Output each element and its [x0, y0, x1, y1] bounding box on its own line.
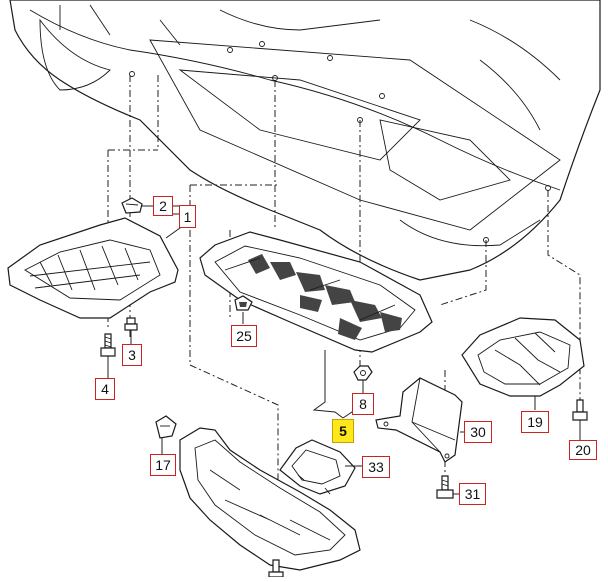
- callout-4[interactable]: 4: [95, 378, 115, 400]
- vehicle-underbody: [9, 0, 601, 281]
- clip-part-17: [155, 415, 177, 439]
- center-underbody-panel: [199, 231, 433, 353]
- bracket-part-30: [375, 377, 463, 463]
- callout-5-selected[interactable]: 5: [332, 419, 354, 443]
- exhaust-tunnel-shield: [179, 427, 361, 571]
- clip-part-25: [234, 295, 253, 311]
- bolt-part-20: [572, 399, 588, 421]
- leader-lines: [107, 205, 581, 495]
- callout-17[interactable]: 17: [150, 454, 176, 476]
- heat-shield-part-33: [279, 439, 356, 495]
- bolt-part-31: [436, 475, 454, 499]
- callout-19[interactable]: 19: [521, 411, 549, 433]
- engine-undertray: [7, 217, 179, 319]
- bolt-part-3: [124, 317, 138, 331]
- callout-30[interactable]: 30: [464, 421, 492, 443]
- callout-3[interactable]: 3: [122, 344, 142, 366]
- callout-8[interactable]: 8: [352, 393, 374, 415]
- callout-2[interactable]: 2: [153, 196, 173, 216]
- callout-20[interactable]: 20: [569, 440, 597, 460]
- nut-part-8: [353, 365, 373, 381]
- callout-31[interactable]: 31: [459, 483, 486, 505]
- callout-1[interactable]: 1: [179, 205, 196, 228]
- bolt-part-4: [100, 333, 116, 357]
- rear-undertray-part-19: [461, 317, 585, 397]
- perforation-pattern: [248, 254, 402, 340]
- callout-33[interactable]: 33: [362, 456, 390, 478]
- callout-25[interactable]: 25: [231, 325, 257, 347]
- clip-part-2: [121, 197, 143, 214]
